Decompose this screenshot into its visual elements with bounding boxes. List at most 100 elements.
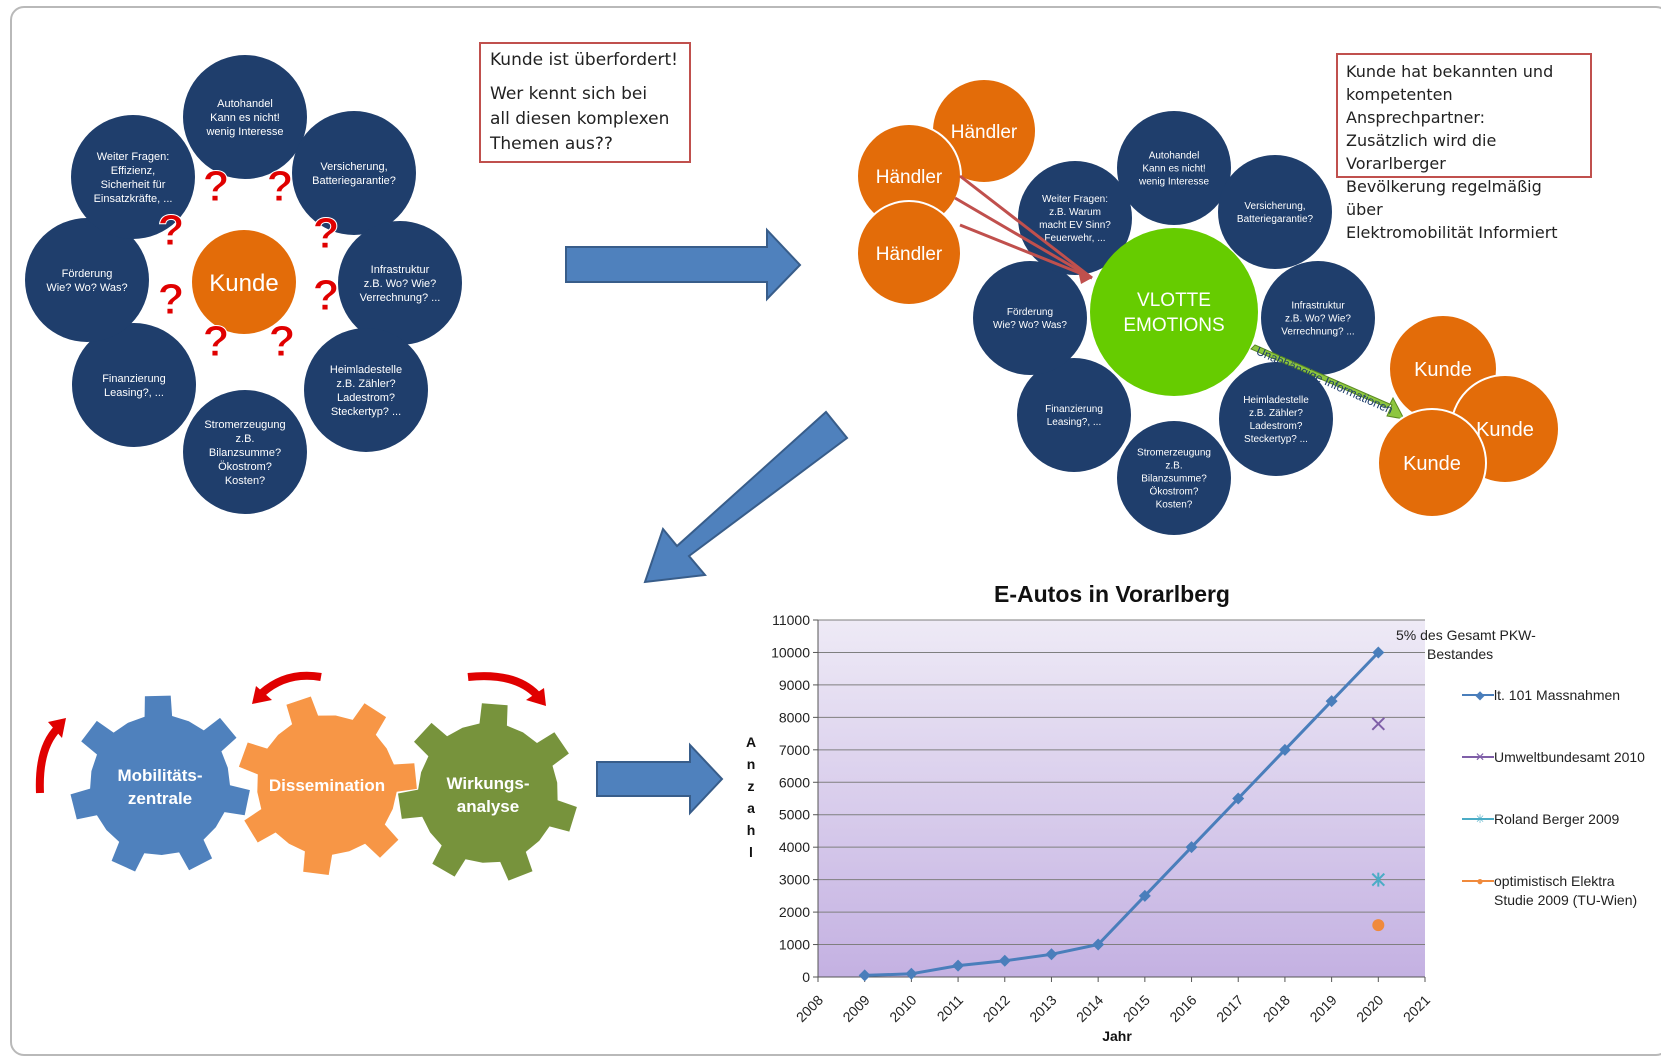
y-tick-label: 0 [802,969,810,985]
topic-bubble-text: z.B. Zähler? [1249,408,1303,419]
y-tick-label: 5000 [779,807,810,823]
star-marker-icon: ✳ [1474,812,1486,826]
y-tick-label: 8000 [779,709,810,725]
dealer-connector [954,196,1093,280]
x-tick-label: 2009 [839,992,872,1025]
arrow-down-left-icon [643,410,849,584]
topic-bubble-text: Heimladestelle [330,364,402,376]
x-tick-label: 2013 [1026,992,1059,1025]
gear-shape [70,695,250,872]
x-marker-icon: ✕ [1474,750,1486,764]
y-axis-label-letter: n [747,756,756,772]
callout-contact-partner: Kunde hat bekannten und kompetenten Ansp… [1336,53,1592,242]
topic-bubble-text: Förderung [62,268,113,280]
topic-bubble [973,261,1087,375]
information-arrow [1250,344,1405,420]
arrow-right-icon [596,742,724,816]
y-tick-label: 6000 [779,774,810,790]
x-tick-label: 2016 [1166,992,1199,1025]
legend-label: lt. 101 Massnahmen [1494,687,1621,703]
topic-bubble [292,111,416,235]
topic-bubble-text: z.B. [1165,461,1182,472]
topic-bubble-text: Heimladestelle [1243,395,1309,406]
question-mark-icon: ? [158,206,185,255]
data-point-diamond [905,967,918,980]
data-point-diamond [1138,889,1151,902]
vlotte-label: VLOTTE [1137,290,1211,311]
data-point-diamond [1372,646,1385,659]
rotate-arrow-head [48,718,66,738]
dealer-connector [959,174,1093,280]
topic-bubble-text: Autohandel [217,98,273,110]
y-axis-label-letter: z [748,778,755,794]
topic-bubble-text: Kann es nicht! [1142,164,1205,175]
data-point-x [1371,717,1386,731]
topic-bubble-text: Leasing?, ... [104,387,164,399]
callout-line: kompetenten Ansprechpartner: [1346,85,1486,127]
x-tick-label: 2021 [1400,992,1433,1025]
question-mark-icon: ? [267,162,294,211]
series-line [864,651,1380,977]
dealer-label: Händler [876,167,943,188]
x-tick-label: 2017 [1213,992,1246,1025]
legend-label: Roland Berger 2009 [1494,811,1620,827]
legend-line [1462,756,1494,758]
x-tick-label: 2011 [934,992,967,1025]
topic-bubble-text: Ökostrom? [218,461,272,473]
topic-bubble [72,323,196,447]
topic-bubble-text: Kann es nicht! [210,112,280,124]
callout-line: Themen aus?? [490,134,613,154]
topic-bubble-text: Bilanzsumme? [1141,474,1207,485]
center-customer-label: Kunde [209,270,278,297]
callout-line: Zusätzlich wird die Vorarlberger [1346,131,1497,173]
topic-bubble-text: Stromerzeugung [204,419,285,431]
topic-bubble-text: Sicherheit für [101,179,166,191]
question-mark-icon: ? [269,317,296,366]
topic-bubble [338,221,462,345]
e-autos-chart: E-Autos in Vorarlberg0100020003000400050… [746,581,1536,1044]
x-tick-label: 2008 [793,992,826,1025]
topic-bubble-text: Finanzierung [102,373,166,385]
rotate-arrow-head [252,686,272,704]
gear-label: Dissemination [269,776,385,795]
plot-area [818,620,1425,977]
circle-marker-icon: ● [1476,874,1484,888]
topic-bubble-text: Batteriegarantie? [312,175,396,187]
dealer-label: Händler [951,122,1018,143]
data-point-diamond [1325,695,1338,708]
gear-label: analyse [457,797,519,816]
y-tick-label: 1000 [779,937,810,953]
legend-label: optimistisch Elektra Studie 2009 (TU-Wie… [1494,873,1638,908]
topic-bubble-text: Infrastruktur [1291,301,1345,312]
gear-shape [238,696,417,875]
y-tick-label: 4000 [779,839,810,855]
y-axis-label-letter: h [747,822,756,838]
legend-line [1462,818,1494,820]
topic-bubble [1218,155,1332,269]
topic-bubble-text: Stromerzeugung [1137,448,1211,459]
topic-bubble-text: Versicherung, [320,161,387,173]
rotate-arrow-head [526,688,546,706]
chart-annotation: Bestandes [1427,646,1493,662]
rotate-arrow-icon [35,725,61,794]
y-tick-label: 3000 [779,872,810,888]
topic-bubble-text: Weiter Fragen: [97,151,170,163]
chart-annotation: 5% des Gesamt PKW- [1396,627,1536,643]
topic-bubble-text: Leasing?, ... [1047,417,1101,428]
topic-bubble-text: Einsatzkräfte, ... [94,193,173,205]
data-point-diamond [1185,841,1198,854]
y-tick-label: 10000 [771,644,810,660]
x-tick-label: 2020 [1353,992,1386,1025]
data-point-circle [1372,919,1385,932]
topic-bubble-text: Feuerwehr, ... [1044,233,1105,244]
legend-line [1462,694,1494,696]
x-axis-label: Jahr [1102,1028,1132,1044]
topic-bubble-text: Ladestrom? [337,392,395,404]
topic-bubble [71,115,195,239]
data-point-diamond [952,959,965,972]
customer-label: Kunde [1403,453,1461,475]
y-tick-label: 11000 [772,612,810,628]
